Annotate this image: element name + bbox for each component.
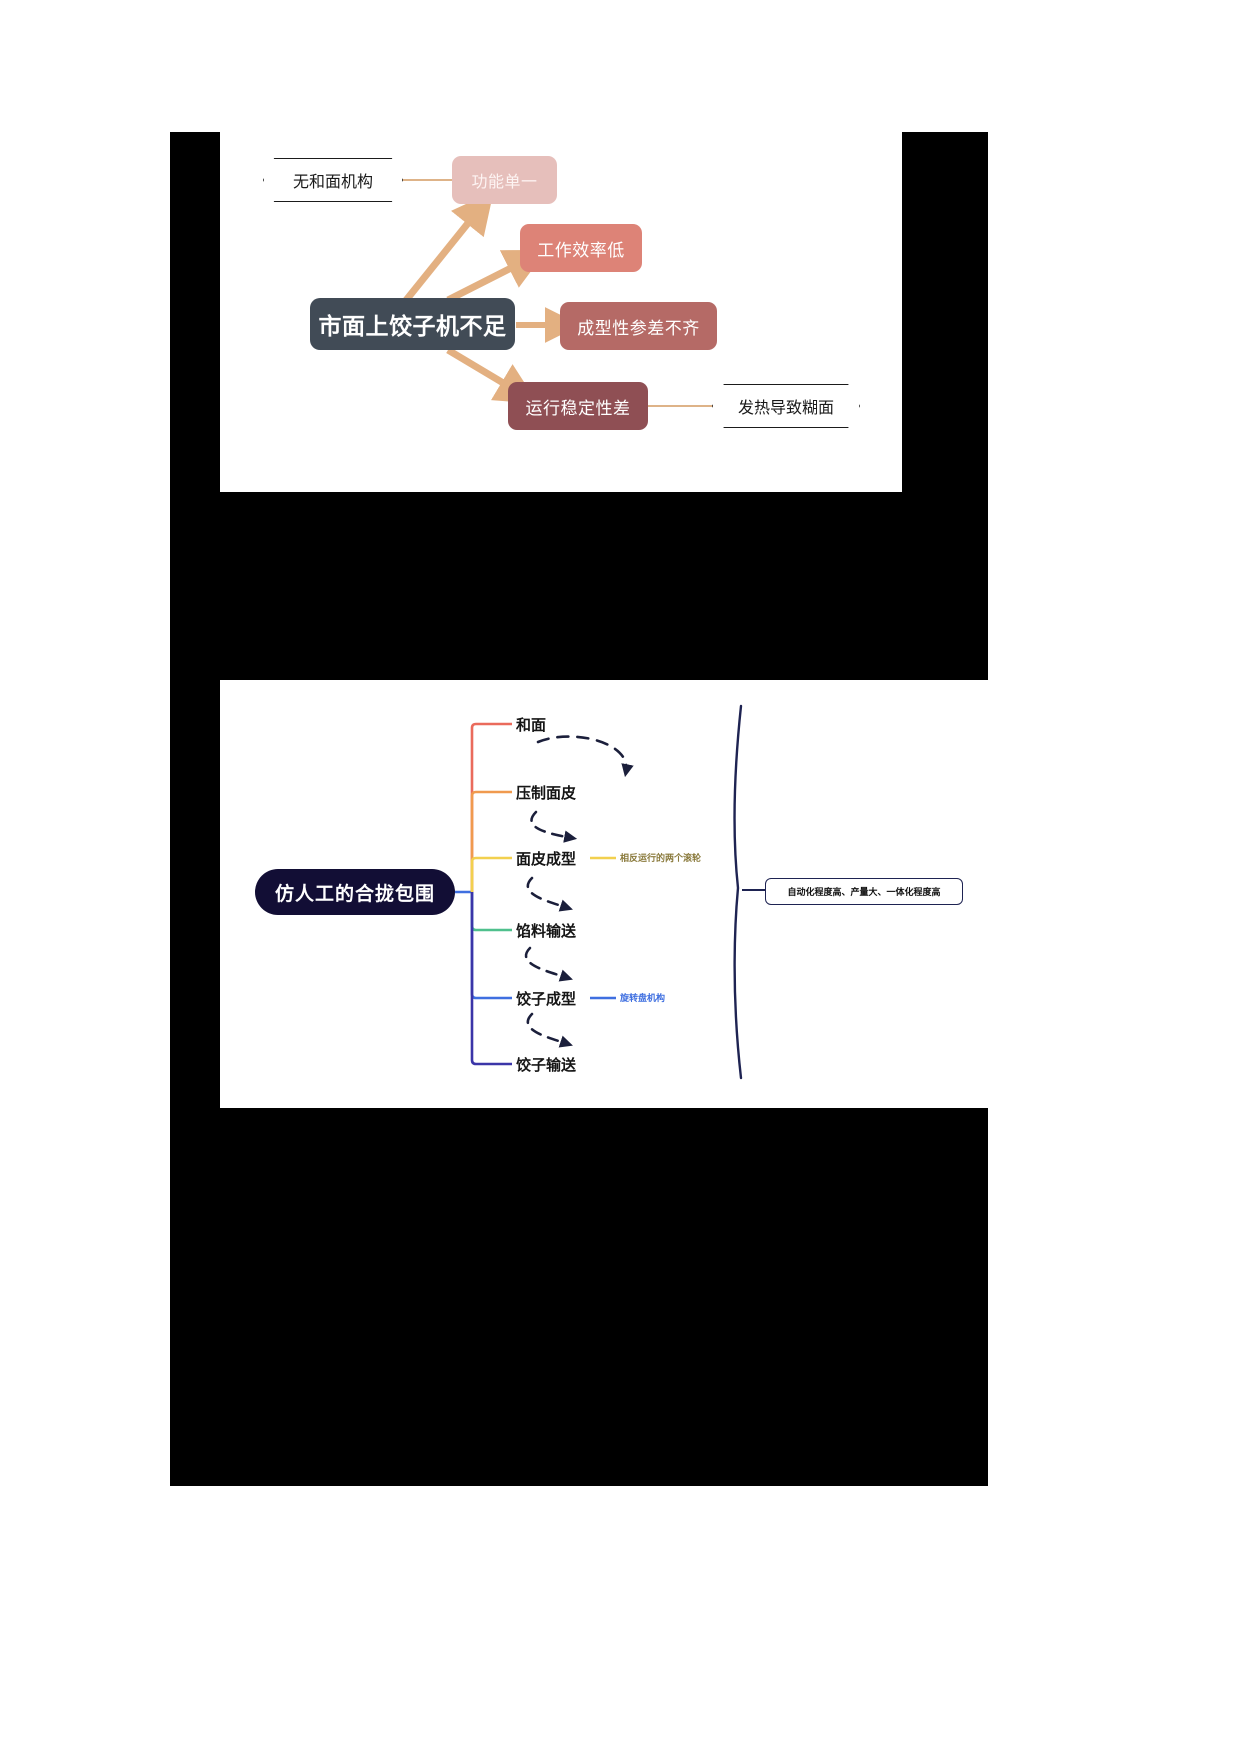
- summary-note-text: 自动化程度高、产量大、一体化程度高: [787, 887, 941, 897]
- problem-label: 成型性参差不齐: [577, 318, 700, 338]
- cause-label: 发热导致糊面: [737, 400, 834, 417]
- branch-line-1: [470, 722, 512, 892]
- root-label: 市面上饺子机不足: [318, 313, 507, 339]
- flow-arrow-4: [524, 946, 573, 982]
- branch-line-5: [470, 892, 512, 1000]
- problem-label: 功能单一: [471, 174, 538, 191]
- summary-brace: [733, 704, 743, 1080]
- diagram-problem-map: 无和面机构 功能单一 工作效率低 市面上饺子机不足 成型性参差不齐 运行稳定性差…: [220, 132, 902, 492]
- diagram-process-mindmap: 仿人工的合拢包围 和面 压制面皮 面皮成型 馅料输送 饺子成型 饺子输送 相反运…: [220, 680, 988, 1108]
- branch-label-filling-feed[interactable]: 馅料输送: [516, 923, 577, 940]
- branch-line-4: [470, 892, 512, 932]
- flow-arrow-5: [526, 1012, 573, 1048]
- branch-line-2: [470, 790, 512, 892]
- root-node-market-machine-shortcomings[interactable]: 市面上饺子机不足: [310, 298, 515, 350]
- summary-note-box[interactable]: 自动化程度高、产量大、一体化程度高: [765, 878, 963, 905]
- problem-node-low-efficiency[interactable]: 工作效率低: [520, 224, 642, 272]
- branch-line-3: [470, 856, 512, 892]
- flow-arrow-2: [530, 810, 578, 843]
- arrow-root-to-efficiency: [446, 249, 547, 304]
- root-node-simulated-manual-folding[interactable]: 仿人工的合拢包围: [255, 869, 455, 915]
- diagram-2-connectors: [455, 704, 766, 1080]
- branch-label-sheet-forming[interactable]: 面皮成型: [516, 851, 577, 868]
- problem-label: 工作效率低: [537, 240, 625, 260]
- sub-note-opposite-rollers[interactable]: 相反运行的两个滚轮: [620, 853, 702, 863]
- flow-arrow-1: [536, 735, 634, 778]
- branch-label-dumpling-conveying[interactable]: 饺子输送: [516, 1057, 577, 1074]
- sub-note-rotary-disc[interactable]: 旋转盘机构: [620, 993, 666, 1003]
- branch-label-sheet-pressing[interactable]: 压制面皮: [516, 785, 577, 802]
- cause-label: 无和面机构: [292, 174, 373, 191]
- branch-label-dumpling-forming[interactable]: 饺子成型: [516, 991, 577, 1008]
- arrow-root-to-stability: [446, 346, 538, 404]
- root-label: 仿人工的合拢包围: [274, 883, 435, 905]
- cause-node-heat-causes-paste[interactable]: 发热导致糊面: [712, 384, 860, 428]
- problem-label: 运行稳定性差: [525, 398, 631, 418]
- problem-node-poor-stability[interactable]: 运行稳定性差: [508, 382, 648, 430]
- problem-node-single-function[interactable]: 功能单一: [452, 156, 557, 204]
- arrow-root-to-func: [400, 191, 494, 307]
- branch-label-dough-mixing[interactable]: 和面: [516, 717, 547, 734]
- diagram-1-connectors: [400, 179, 713, 407]
- problem-node-uneven-forming[interactable]: 成型性参差不齐: [560, 302, 717, 350]
- cause-node-no-flour-mechanism[interactable]: 无和面机构: [263, 158, 403, 202]
- branch-line-6: [470, 892, 512, 1066]
- flow-arrow-3: [526, 876, 573, 912]
